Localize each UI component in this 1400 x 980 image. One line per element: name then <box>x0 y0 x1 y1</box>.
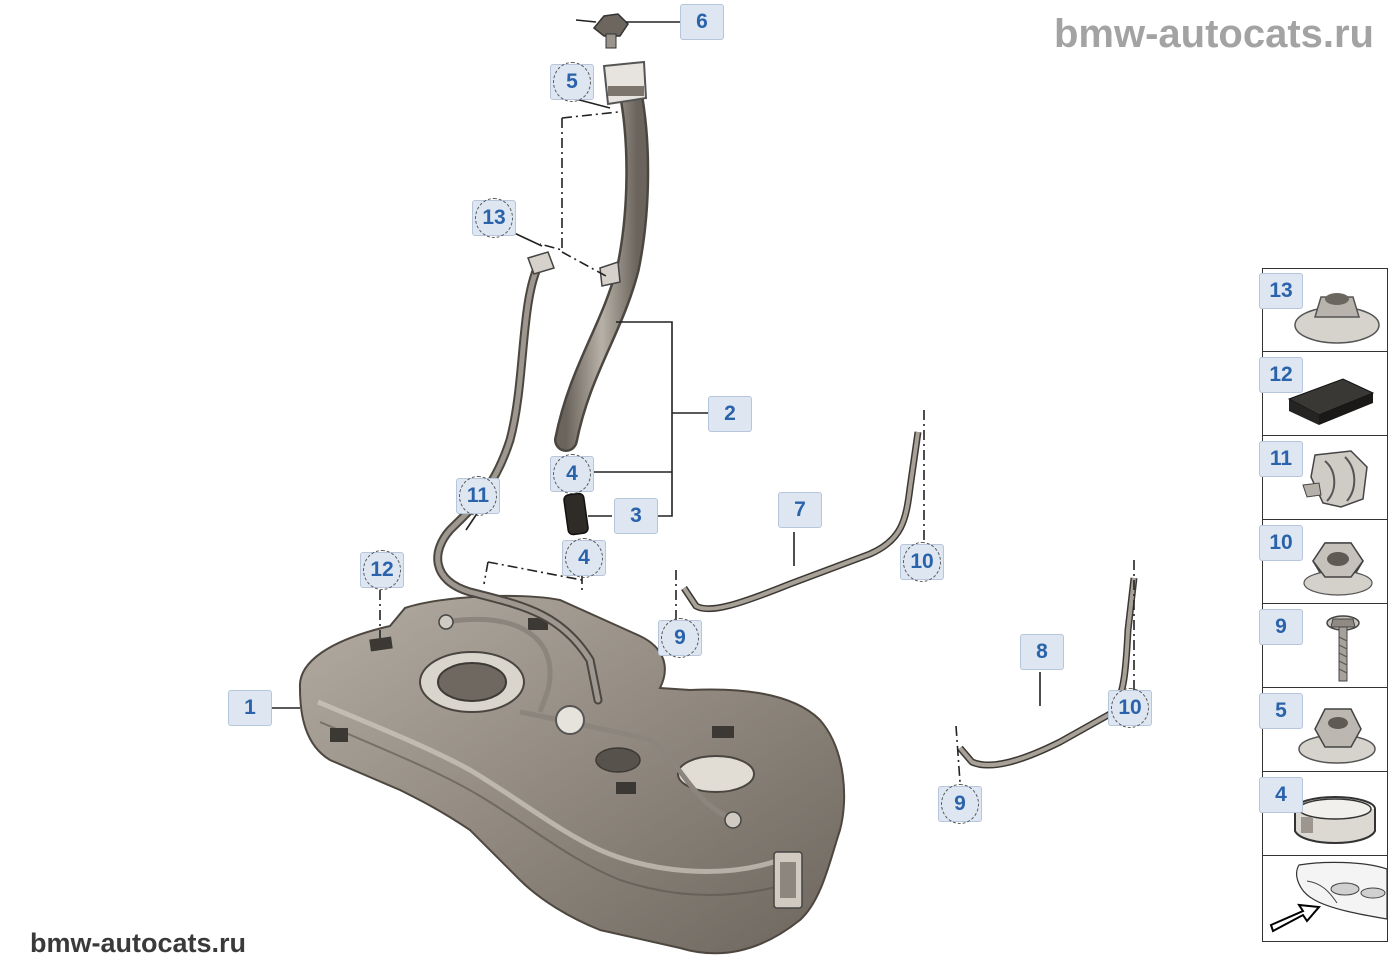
legend-label-12: 12 <box>1259 357 1303 393</box>
callout-3[interactable]: 3 <box>614 498 658 534</box>
tension-strap-rear[interactable] <box>957 577 1138 769</box>
callout-12[interactable]: 12 <box>360 550 404 590</box>
callout-5[interactable]: 5 <box>550 62 594 102</box>
callout-6[interactable]: 6 <box>680 4 724 40</box>
legend-item-5[interactable]: 5 <box>1259 689 1387 772</box>
fuel-cap[interactable] <box>592 13 629 49</box>
flange-nut-icon <box>1294 293 1380 344</box>
callout-2[interactable]: 2 <box>708 396 752 432</box>
parts-legend: 13 12 11 10 9 <box>1259 268 1388 942</box>
callout-13[interactable]: 13 <box>472 198 516 238</box>
legend-item-9[interactable]: 9 <box>1259 605 1387 688</box>
callout-10-rear[interactable]: 10 <box>1108 688 1152 728</box>
legend-item-11[interactable]: 11 <box>1259 437 1387 520</box>
legend-label-4: 4 <box>1259 777 1303 813</box>
fuel-tank[interactable] <box>298 594 846 955</box>
legend-label-13: 13 <box>1259 273 1303 309</box>
legend-label-11: 11 <box>1259 441 1303 477</box>
callout-9-front[interactable]: 9 <box>658 618 702 658</box>
legend-label-10: 10 <box>1259 525 1303 561</box>
legend-item-4[interactable]: 4 <box>1259 773 1387 856</box>
bolt-icon <box>1326 615 1360 682</box>
leader-lines <box>272 19 1135 783</box>
hose-clip-icon <box>1302 450 1368 508</box>
flange-nut-icon <box>1298 708 1376 764</box>
callout-8[interactable]: 8 <box>1020 634 1064 670</box>
hose-sleeve[interactable] <box>563 492 589 536</box>
car-front-direction-icon <box>1269 861 1388 933</box>
callout-7[interactable]: 7 <box>778 492 822 528</box>
sender-flange <box>677 755 755 793</box>
filler-pipe[interactable] <box>554 60 650 452</box>
tension-strap-front[interactable] <box>681 431 922 613</box>
hose-clamp-icon <box>1294 796 1376 844</box>
callout-11[interactable]: 11 <box>456 476 500 516</box>
legend-item-13[interactable]: 13 <box>1259 269 1387 352</box>
watermark-bottom: bmw-autocats.ru <box>30 928 247 958</box>
vent-line[interactable] <box>433 251 621 705</box>
callout-4-upper[interactable]: 4 <box>550 454 594 494</box>
legend-label-9: 9 <box>1259 609 1303 645</box>
legend-label-5: 5 <box>1259 693 1303 729</box>
watermark-top: bmw-autocats.ru <box>1053 12 1374 56</box>
legend-item-10[interactable]: 10 <box>1259 521 1387 604</box>
callout-9-rear[interactable]: 9 <box>938 784 982 824</box>
foam-pad-icon <box>1287 378 1375 425</box>
callout-1[interactable]: 1 <box>228 690 272 726</box>
callout-10-front[interactable]: 10 <box>900 542 944 582</box>
legend-item-12[interactable]: 12 <box>1259 353 1387 436</box>
callout-4-lower[interactable]: 4 <box>562 538 606 578</box>
hex-nut-icon <box>1303 542 1373 596</box>
legend-car-orientation <box>1263 859 1388 941</box>
